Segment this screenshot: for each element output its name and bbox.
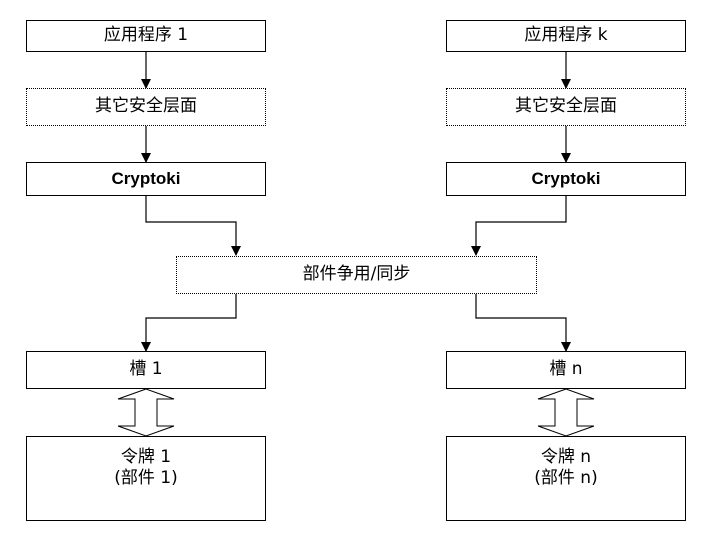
application-1-box: 应用程序 1 (26, 20, 266, 52)
application-k-box: 应用程序 k (446, 20, 686, 52)
slot-1-label: 槽 1 (129, 359, 163, 380)
other-security-layer-left-box: 其它安全层面 (26, 88, 266, 126)
arrow-sync-to-slot1 (141, 294, 237, 352)
other-security-layer-right-box: 其它安全层面 (446, 88, 686, 126)
application-k-label: 应用程序 k (524, 25, 608, 46)
cryptoki-right-box: Cryptoki (446, 162, 686, 196)
other-security-layer-right-label: 其它安全层面 (515, 96, 617, 117)
cryptoki-left-label: Cryptoki (111, 169, 181, 189)
arrow-cryptoki-left-to-sync (145, 196, 241, 256)
device-contention-sync-label: 部件争用/同步 (302, 264, 411, 285)
token-1-box: 令牌 1 (部件 1) (26, 436, 266, 521)
token-n-box: 令牌 n (部件 n) (446, 436, 686, 521)
other-security-layer-left-label: 其它安全层面 (95, 96, 197, 117)
slot-n-box: 槽 n (446, 351, 686, 389)
double-arrow-slotn-tokenn (537, 388, 595, 437)
token-n-label: 令牌 n (540, 447, 592, 467)
double-arrow-slot1-token1 (117, 388, 175, 437)
cryptoki-left-box: Cryptoki (26, 162, 266, 196)
device-contention-sync-box: 部件争用/同步 (176, 256, 537, 294)
cryptoki-right-label: Cryptoki (531, 169, 601, 189)
arrow-cryptoki-right-to-sync (471, 196, 567, 256)
slot-1-box: 槽 1 (26, 351, 266, 389)
slot-n-label: 槽 n (549, 359, 583, 380)
application-1-label: 应用程序 1 (103, 25, 189, 46)
arrow-sync-to-slotn (475, 294, 571, 352)
token-1-device-label: (部件 1) (114, 468, 178, 489)
token-1-label: 令牌 1 (120, 447, 172, 467)
token-n-device-label: (部件 n) (534, 468, 598, 489)
